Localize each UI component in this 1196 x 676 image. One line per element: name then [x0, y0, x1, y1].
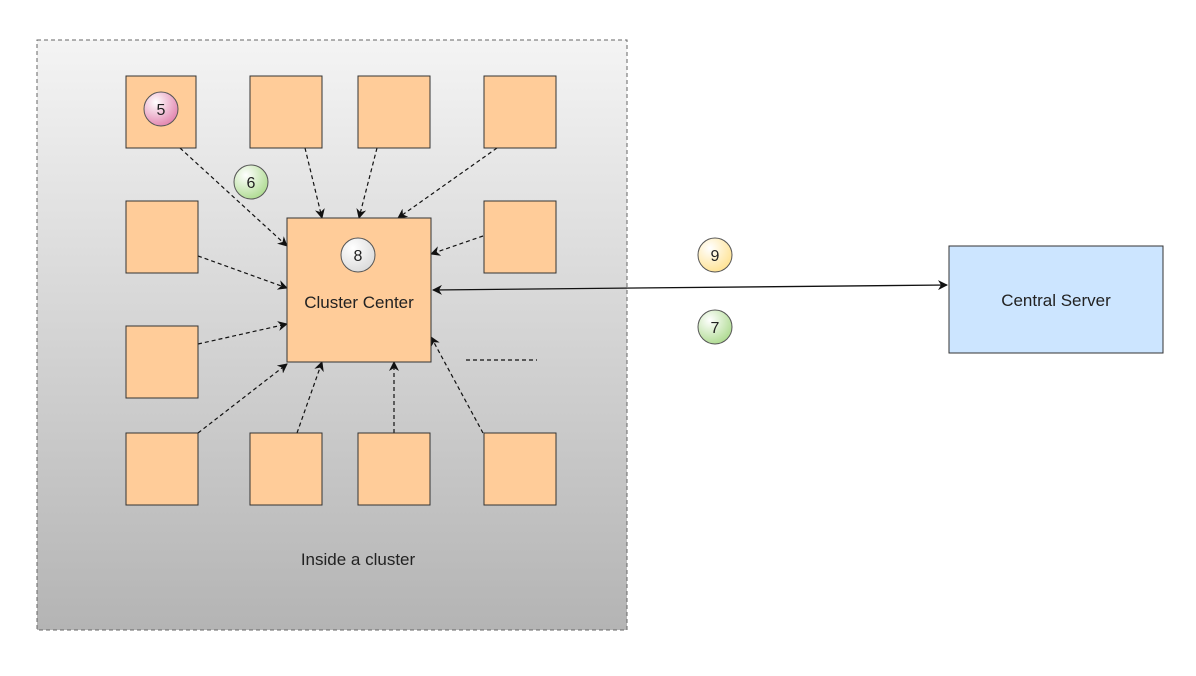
link-node-6 [430, 235, 484, 256]
badge-7-circle [697, 309, 733, 345]
link-node-9 [296, 361, 324, 434]
link-node-5 [197, 255, 288, 290]
member-node [249, 75, 323, 149]
badge-6: 6 [233, 164, 269, 200]
member-node [483, 75, 557, 149]
badge-6-circle [233, 164, 269, 200]
member-node [357, 432, 431, 506]
badge-7: 7 [697, 309, 733, 345]
badge-5-text: 5 [157, 102, 166, 119]
badge-5-circle [143, 91, 179, 127]
badge-9-circle [697, 237, 733, 273]
badge-8-circle [340, 237, 376, 273]
cluster-center-label: Cluster Center [304, 293, 414, 312]
link-node-4 [397, 147, 498, 219]
link-node-8 [197, 363, 288, 434]
link-node-3 [356, 147, 378, 219]
badge-7-text: 7 [711, 320, 720, 337]
member-node [483, 432, 557, 506]
member-nodes [125, 75, 557, 506]
cluster-label: Inside a cluster [301, 550, 416, 569]
member-node [125, 325, 199, 399]
member-node [125, 432, 199, 506]
badge-8-text: 8 [354, 248, 363, 265]
member-node [483, 200, 557, 274]
central-server-node [949, 246, 1163, 353]
member-node [249, 432, 323, 506]
link-node-7 [197, 321, 288, 345]
link-node-1 [179, 147, 288, 247]
central-server-border [948, 245, 1164, 354]
central-server-label: Central Server [1001, 291, 1111, 310]
link-node-2 [304, 147, 325, 219]
cluster-center-border [286, 217, 432, 363]
member-node [357, 75, 431, 149]
badge-6-text: 6 [247, 175, 256, 192]
member-node [125, 200, 199, 274]
badge-8: 8 [340, 237, 376, 273]
center-server-link [432, 280, 948, 295]
member-links [179, 147, 537, 434]
badge-9-text: 9 [711, 248, 720, 265]
badge-5: 5 [143, 91, 179, 127]
badge-9: 9 [697, 237, 733, 273]
